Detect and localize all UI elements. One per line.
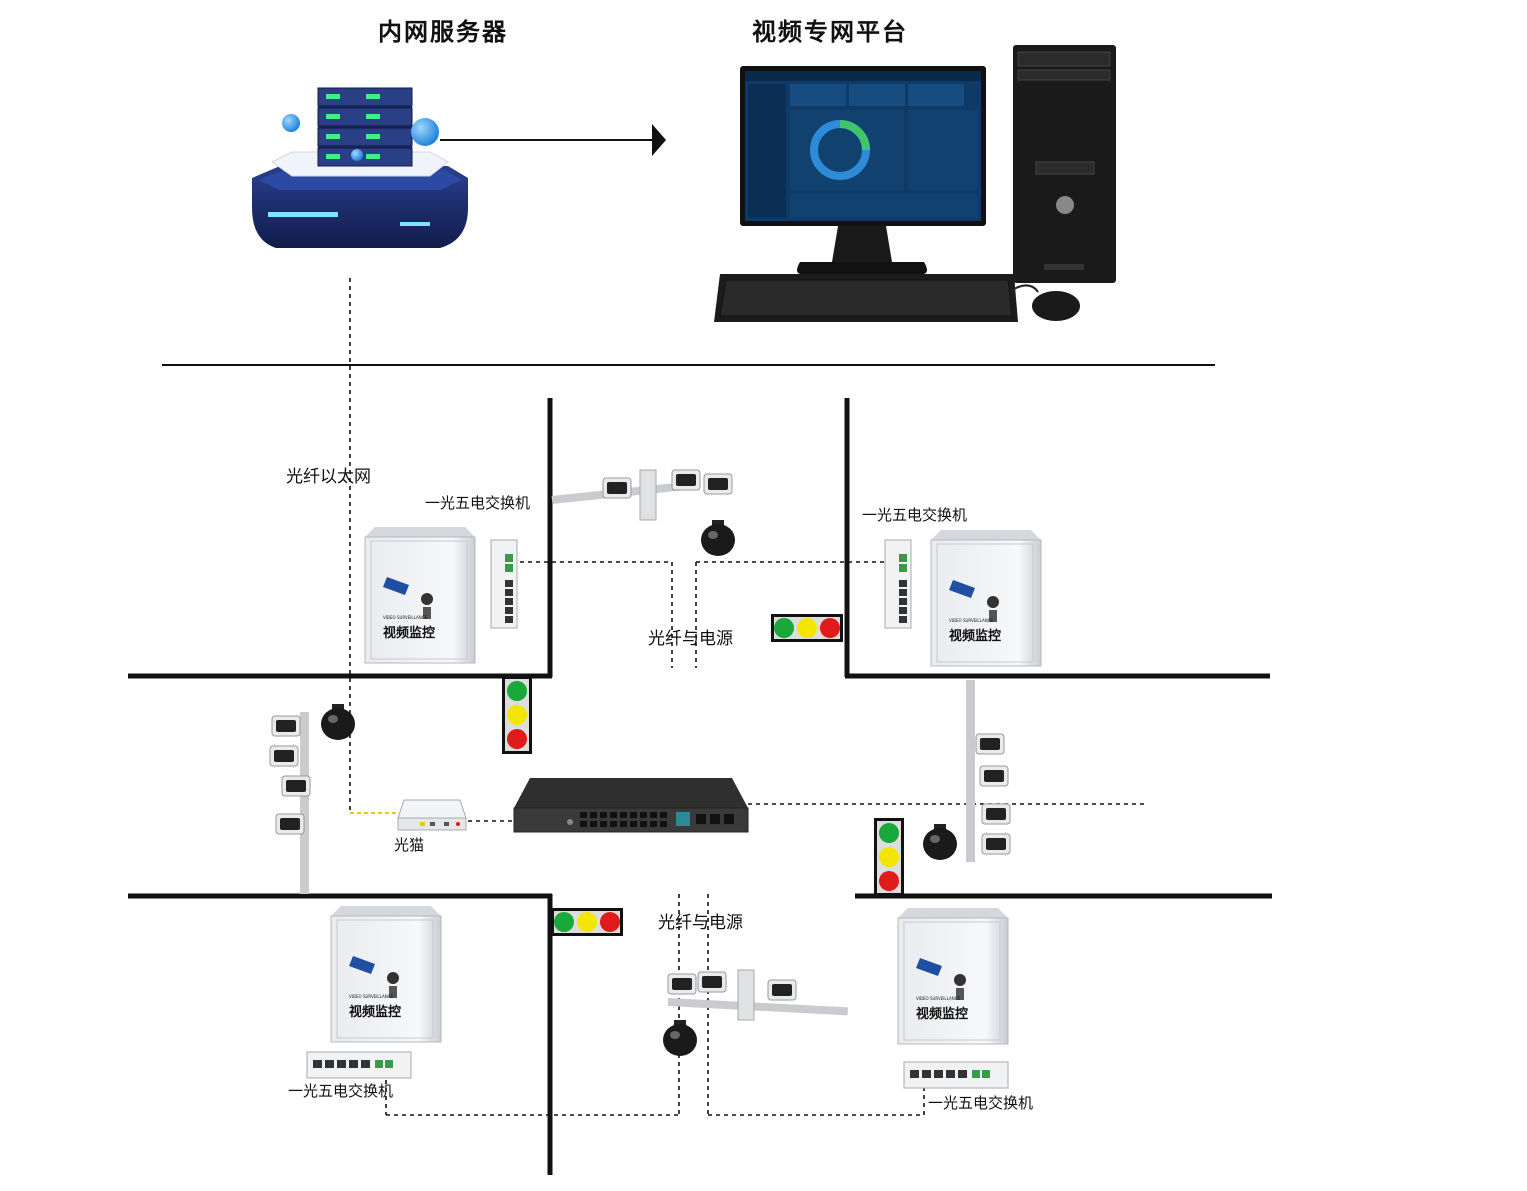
traffic-light-icon: [551, 908, 623, 936]
cabinet-text: 视频监控: [383, 625, 435, 641]
optical-modem-label: 光猫: [394, 836, 424, 854]
switch-label-tl: 一光五电交换机: [425, 494, 530, 512]
fiber-links: [349, 278, 1148, 1116]
cabinet-subtext: VIDEO SURVEILLANCE: [349, 994, 393, 999]
switch-label-tr: 一光五电交换机: [862, 506, 967, 524]
switch-label-bl: 一光五电交换机: [288, 1082, 393, 1100]
optical-modem-icon: [397, 799, 467, 831]
camera-pole-icon: [551, 469, 735, 556]
cabinet-subtext: VIDEO SURVEILLANCE: [949, 618, 993, 623]
cabinet-icon: 视频监控 VIDEO SURVEILLANCE: [330, 905, 442, 1043]
fiber-power-label-top: 光纤与电源: [648, 629, 733, 649]
cabinet-subtext: VIDEO SURVEILLANCE: [916, 996, 960, 1001]
fiber-ethernet-label: 光纤以太网: [286, 467, 371, 487]
camera-pole-icon: [269, 704, 355, 894]
server-icon: [252, 87, 468, 248]
video-platform-title: 视频专网平台: [752, 18, 908, 46]
cabinet-text: 视频监控: [349, 1004, 401, 1020]
switch-label-br: 一光五电交换机: [928, 1094, 1033, 1112]
core-switch-icon: [513, 778, 749, 833]
camera-pole-icon: [923, 680, 1011, 862]
fiber-power-label-bottom: 光纤与电源: [658, 913, 743, 933]
roads: [128, 398, 1272, 1175]
cabinet-text: 视频监控: [949, 628, 1001, 644]
switch-icon: [884, 539, 912, 629]
cabinet-icon: 视频监控 VIDEO SURVEILLANCE: [364, 526, 476, 664]
arrow-to-platform: [440, 124, 666, 156]
traffic-light-icon: [874, 818, 904, 896]
cabinet-icon: 视频监控 VIDEO SURVEILLANCE: [930, 529, 1042, 667]
cabinet-text: 视频监控: [916, 1006, 968, 1022]
switch-icon: [903, 1061, 1009, 1089]
cabinet-icon: 视频监控 VIDEO SURVEILLANCE: [897, 907, 1009, 1045]
intranet-server-title: 内网服务器: [378, 18, 508, 46]
camera-pole-icon: [663, 969, 848, 1056]
traffic-light-icon: [502, 676, 532, 754]
computer-icon: [714, 45, 1116, 322]
switch-icon: [306, 1051, 412, 1079]
traffic-light-icon: [771, 614, 843, 642]
cabinet-subtext: VIDEO SURVEILLANCE: [383, 615, 427, 620]
switch-icon: [490, 539, 518, 629]
